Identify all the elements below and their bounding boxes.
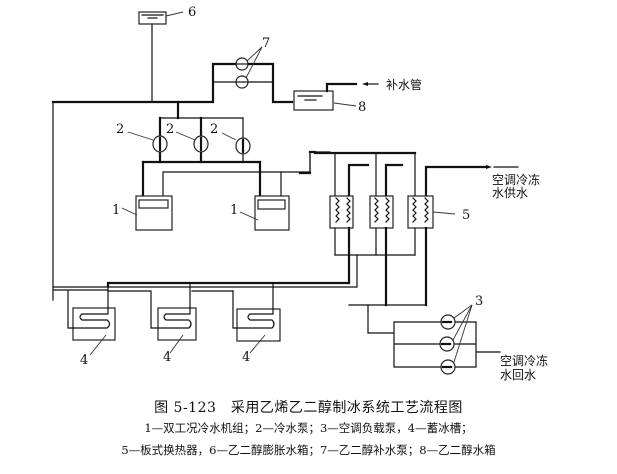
chiller-pump-2b [193,135,209,153]
return-label-line2: 水回水 [500,368,536,382]
ice-storage-tank-4a [67,285,116,341]
label-2c: 2 [210,122,218,137]
ice-storage-tank-4b [150,282,197,341]
label-2a: 2 [116,122,124,137]
label-3: 3 [475,294,483,309]
chiller-pump-2c [235,137,251,155]
supply-label-line1: 空调冷冻 [492,172,540,187]
label-2b: 2 [166,122,174,137]
plate-heat-exchanger-5a [329,195,354,229]
chiller-1b [254,195,290,231]
label-6: 6 [188,5,196,20]
ice-storage-header [106,281,351,288]
ac-supply-pipe [424,165,487,198]
figure-legend-line1: 1—双工况冷水机组；2—冷水泵；3—空调负载泵，4—蓄冰槽； [144,421,473,435]
plate-heat-exchanger-5c [407,195,434,229]
makeup-pump-7a [235,57,249,71]
glycol-tank-8 [293,90,334,111]
hx-glycol-return [52,254,358,288]
expansion-tank-6 [138,11,167,103]
label-1a: 1 [112,203,120,218]
label-4c: 4 [242,350,250,365]
label-5: 5 [462,208,470,223]
figure-legend-line2: 5—板式换热器，6—乙二醇膨胀水箱；7—乙二醇补水泵；8—乙二醇水箱 [121,443,496,457]
label-7: 7 [262,36,270,51]
load-pump-3b [439,336,455,352]
supply-label-line2: 水供水 [492,186,528,200]
chiller-pump-2a [152,135,168,153]
plate-heat-exchanger-5b [369,195,394,229]
load-pump-3c [440,359,456,375]
main-header-pipe [51,62,294,104]
return-label-line1: 空调冷冻 [500,353,548,368]
makeup-pump-7b [235,75,249,89]
makeup-pipe-label: 补水管 [386,77,422,92]
hx-glycol-supply-header [298,150,417,175]
label-8: 8 [358,100,366,115]
label-1b: 1 [230,203,238,218]
load-pump-3a [440,314,456,330]
makeup-water-pipe [325,82,358,93]
chiller-1a [135,195,173,231]
label-4b: 4 [163,350,171,365]
label-4a: 4 [80,353,88,368]
ice-storage-tank-4c [232,282,281,342]
process-flow-diagram: 6 7 补水管 8 2 2 2 [51,5,548,382]
figure-title: 图 5-123 采用乙烯乙二醇制冰系统工艺流程图 [154,400,463,416]
